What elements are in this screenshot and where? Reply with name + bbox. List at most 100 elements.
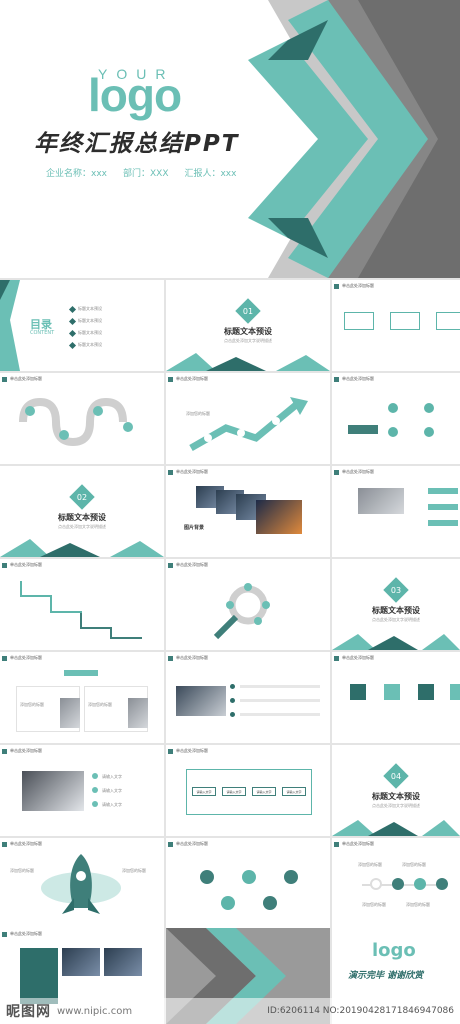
process-step: 请输入文字 [192, 787, 216, 796]
logo-your-text: YOUR [98, 66, 175, 82]
slide-arrow-growth[interactable]: 单击此处添加标题 添加您的标题 [166, 373, 330, 464]
toc-bullet-icon [68, 329, 77, 337]
cover-slide[interactable]: YOUR logo 年终汇报总结PPT 企业名称：xxx 部门：XXX 汇报人：… [0, 0, 460, 278]
column-photo [104, 948, 142, 976]
slide-photo-stack[interactable]: 单击此处添加标题 图片背景 [166, 466, 330, 557]
toc-title: 目录 [30, 318, 52, 331]
toc-item[interactable]: 标题文本预设 [78, 342, 102, 347]
bullet-icon [92, 773, 98, 779]
step-box [390, 312, 420, 330]
ending-thanks: 演示完毕 谢谢欣赏 [348, 971, 424, 981]
content-photo [358, 488, 404, 514]
slide-four-icons[interactable]: 单击此处添加标题 [332, 373, 460, 464]
slide-number-nodes[interactable]: 单击此处添加标题 [166, 838, 330, 929]
slide-toc[interactable]: 目录 CONTENT 标题文本预设 标题文本预设 标题文本预设 标题文本预设 [0, 280, 164, 371]
slide-header: 单击此处添加标题 [334, 283, 374, 289]
timeline-label: 添加您的标题 [362, 902, 386, 907]
timeline-dot [370, 878, 382, 890]
slide-timeline-dots[interactable]: 单击此处添加标题 添加您的标题 添加您的标题 添加您的标题 添加您的标题 [332, 838, 460, 929]
slide-rocket[interactable]: 单击此处添加标题 添加您的标题 添加您的标题 [0, 838, 164, 929]
watermark-id: ID:6206114 NO:20190428171846947086 [267, 1006, 454, 1016]
flag-icon [424, 427, 434, 437]
toc-bullet-icon [68, 305, 77, 313]
watermark-bar: 昵图网 www.nipic.com ID:6206114 NO:20190428… [0, 998, 460, 1024]
toc-sub: CONTENT [30, 330, 55, 336]
section-wave-decoration [0, 539, 164, 557]
section-title: 标题文本预设 [58, 513, 106, 522]
toc-bullet-icon [68, 341, 77, 349]
process-frame [186, 769, 312, 815]
column-photo [62, 948, 100, 976]
toc-item[interactable]: 标题文本预设 [78, 318, 102, 323]
process-step: 请输入文字 [282, 787, 306, 796]
slide-section-03[interactable]: 03 标题文本预设 点击此处添加文字说明描述 [332, 559, 460, 650]
slide-header: 单击此处添加标题 [334, 469, 374, 475]
list-text: 请输入文字 [102, 802, 122, 807]
stair-step [110, 627, 142, 639]
timeline-dot [436, 878, 448, 890]
slide-header: 单击此处添加标题 [2, 562, 42, 568]
number-node [200, 870, 214, 884]
list-tag [428, 488, 458, 494]
info-icon [388, 403, 398, 413]
slide-photo-list[interactable]: 单击此处添加标题 [332, 466, 460, 557]
slide-header: 单击此处添加标题 [168, 376, 208, 382]
card-label: 添加您的标题 [88, 702, 112, 707]
slide-header: 单击此处添加标题 [2, 841, 42, 847]
growth-arrow [189, 397, 308, 452]
list-tag [428, 520, 458, 526]
slide-header: 单击此处添加标题 [2, 655, 42, 661]
slide-header: 单击此处添加标题 [168, 655, 208, 661]
section-number-badge: 03 [383, 577, 409, 603]
rocket-label: 添加您的标题 [10, 868, 34, 873]
section-sub: 点击此处添加文字说明描述 [372, 803, 420, 808]
slide-section-02[interactable]: 02 标题文本预设 点击此处添加文字说明描述 [0, 466, 164, 557]
text-line [240, 713, 320, 716]
mail-icon [418, 684, 434, 700]
number-node [263, 896, 277, 910]
slide-section-04[interactable]: 04 标题文本预设 点击此处添加文字说明描述 [332, 745, 460, 836]
cover-chevron-decoration [248, 0, 460, 278]
slide-process-flow[interactable]: 单击此处添加标题 请输入文字 请输入文字 请输入文字 请输入文字 [166, 745, 330, 836]
slide-photo-cards[interactable]: 单击此处添加标题 添加您的标题 添加您的标题 [0, 652, 164, 743]
step-box [436, 312, 460, 330]
toc-bullet-icon [68, 317, 77, 325]
step-box [344, 312, 374, 330]
number-node [284, 870, 298, 884]
bullet-icon [230, 712, 235, 717]
timeline-dot [392, 878, 404, 890]
list-tag [428, 504, 458, 510]
slide-staircase[interactable]: 单击此处添加标题 [0, 559, 164, 650]
toc-item[interactable]: 标题文本预设 [78, 306, 102, 311]
card-label: 添加您的标题 [20, 702, 44, 707]
bullet-icon [230, 698, 235, 703]
slide-wave-timeline[interactable]: 单击此处添加标题 [0, 373, 164, 464]
cover-meta: 企业名称：xxx 部门：XXX 汇报人：xxx [46, 166, 236, 179]
slide-grid: 目录 CONTENT 标题文本预设 标题文本预设 标题文本预设 标题文本预设 0… [0, 280, 460, 929]
toc-item[interactable]: 标题文本预设 [78, 330, 102, 335]
phone-icon [450, 684, 460, 700]
list-text: 请输入文字 [102, 788, 122, 793]
bullet-icon [230, 684, 235, 689]
slide-header: 单击此处添加标题 [334, 376, 374, 382]
slide-magnifier[interactable]: 单击此处添加标题 [166, 559, 330, 650]
slide-header: 单击此处添加标题 [2, 748, 42, 754]
section-number-badge: 01 [235, 298, 261, 324]
section-title: 标题文本预设 [372, 606, 420, 615]
stair-step [20, 581, 52, 597]
timeline-label: 添加您的标题 [358, 862, 382, 867]
section-wave-decoration [332, 820, 460, 836]
slide-header: 单击此处添加标题 [168, 748, 208, 754]
photo-caption: 图片背景 [184, 525, 205, 531]
slide-header: 单击此处添加标题 [334, 841, 374, 847]
main-photo [256, 500, 302, 534]
slide-photo-bullets[interactable]: 单击此处添加标题 [166, 652, 330, 743]
slide-section-01[interactable]: 01 标题文本预设 点击此处添加文字说明描述 [166, 280, 330, 371]
slide-three-steps[interactable]: 单击此处添加标题 [332, 280, 460, 371]
section-sub: 点击此处添加文字说明描述 [58, 524, 106, 529]
rocket-icon [41, 854, 121, 914]
text-line [240, 685, 320, 688]
slide-image-list[interactable]: 单击此处添加标题 请输入文字 请输入文字 请输入文字 [0, 745, 164, 836]
tools-icon [350, 684, 366, 700]
slide-icon-tiles[interactable]: 单击此处添加标题 [332, 652, 460, 743]
